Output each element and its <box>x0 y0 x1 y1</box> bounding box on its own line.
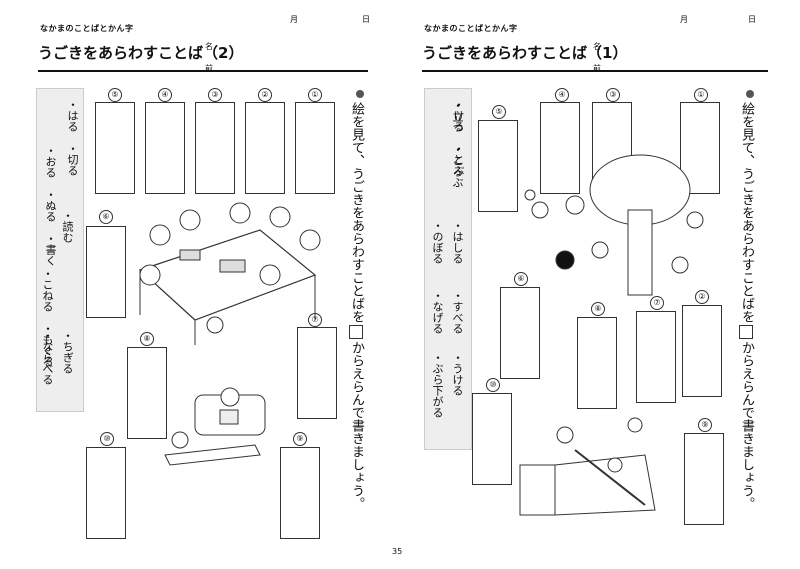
answer-box-10[interactable] <box>472 393 512 485</box>
playground-illustration <box>524 154 704 296</box>
instruction-bullet-icon <box>746 90 754 98</box>
worksheet-page-1: なかまのことばとかん字 うごきをあらわすことば（1） 名前 月 日 絵を見て、う… <box>400 0 800 569</box>
answer-box-4[interactable] <box>540 102 580 194</box>
worksheet-title: うごきをあらわすことば（1） <box>422 44 628 62</box>
number-9: ⑨ <box>698 418 712 432</box>
answer-box-9[interactable] <box>684 433 724 525</box>
inline-answer-box <box>739 325 753 339</box>
name-label: 名前 <box>593 42 601 73</box>
answer-box-6[interactable] <box>500 287 540 379</box>
number-10: ⑩ <box>100 432 114 446</box>
month-label: 月 <box>680 15 688 24</box>
word-column-6: ・ならべる <box>41 330 54 385</box>
day-label: 日 <box>362 15 370 24</box>
answer-box-8[interactable] <box>127 347 167 439</box>
number-8: ⑧ <box>140 332 154 346</box>
inline-answer-box <box>349 325 363 339</box>
series-label: なかまのことばとかん字 <box>424 24 518 33</box>
answer-box-7[interactable] <box>297 327 337 419</box>
answer-box-4[interactable] <box>145 102 185 194</box>
word-column-4: ・こねる ・もぐる <box>41 268 54 367</box>
word-column-3: ・読む <box>61 210 74 243</box>
answer-box-6[interactable] <box>86 226 126 318</box>
number-5: ⑤ <box>108 88 122 102</box>
word-column-6: ・なげる <box>431 290 444 334</box>
word-column-8: ・ぶら下がる <box>431 352 444 418</box>
number-8: ⑧ <box>591 302 605 316</box>
word-column-7: ・うける <box>451 352 464 396</box>
number-7: ⑦ <box>650 296 664 310</box>
number-3: ③ <box>606 88 620 102</box>
classroom-illustration <box>138 202 321 345</box>
word-choice-box: ・ける ・とぶ <box>424 88 472 450</box>
word-choice-box: ・はる ・切る ・おる ・ぬる ・書く <box>36 88 84 412</box>
word-column-5: ・ちぎる <box>61 330 74 374</box>
answer-box-8[interactable] <box>577 317 617 409</box>
answer-box-10[interactable] <box>86 447 126 539</box>
name-label: 名前 <box>205 42 213 73</box>
page-number: 35 <box>392 547 403 556</box>
instruction-text: 絵を見て、うごきをあらわすことばをからえらんで書きましょう。 <box>739 102 754 510</box>
word-column-5: ・すべる <box>451 290 464 334</box>
number-3: ③ <box>208 88 222 102</box>
number-1: ① <box>308 88 322 102</box>
answer-box-5[interactable] <box>95 102 135 194</box>
word-column-4: ・のぼる <box>431 220 444 264</box>
day-label: 日 <box>748 15 756 24</box>
number-5: ⑤ <box>492 105 506 119</box>
answer-box-2[interactable] <box>682 305 722 397</box>
slide-illustration <box>519 417 656 516</box>
worksheet-title: うごきをあらわすことば（2） <box>38 44 244 62</box>
number-6: ⑥ <box>514 272 528 286</box>
word-column-1: ・はる ・切る <box>66 99 79 176</box>
instruction-bullet-icon <box>356 90 364 98</box>
word-column-1: ・ける ・とぶ <box>452 99 465 176</box>
word-column-3: ・はしる <box>451 220 464 264</box>
number-4: ④ <box>555 88 569 102</box>
number-6: ⑥ <box>99 210 113 224</box>
instruction-text: 絵を見て、うごきをあらわすことばをからえらんで書きましょう。 <box>349 102 364 510</box>
answer-box-7[interactable] <box>636 311 676 403</box>
number-10: ⑩ <box>486 378 500 392</box>
title-underline <box>38 70 368 72</box>
living-room-illustration <box>164 387 266 466</box>
month-label: 月 <box>290 15 298 24</box>
answer-box-3[interactable] <box>195 102 235 194</box>
number-9: ⑨ <box>293 432 307 446</box>
number-2: ② <box>258 88 272 102</box>
word-column-2: ・おる ・ぬる ・書く <box>44 145 57 266</box>
title-underline <box>422 70 768 72</box>
number-1: ① <box>694 88 708 102</box>
answer-box-1[interactable] <box>295 102 335 194</box>
number-4: ④ <box>158 88 172 102</box>
series-label: なかまのことばとかん字 <box>40 24 134 33</box>
worksheet-page-2: なかまのことばとかん字 うごきをあらわすことば（2） 名前 月 日 絵を見て、う… <box>36 15 370 539</box>
answer-box-5[interactable] <box>478 120 518 212</box>
word-column-2: ・立つ ・ころぶ <box>451 100 464 188</box>
number-2: ② <box>695 290 709 304</box>
answer-box-9[interactable] <box>280 447 320 539</box>
answer-box-2[interactable] <box>245 102 285 194</box>
